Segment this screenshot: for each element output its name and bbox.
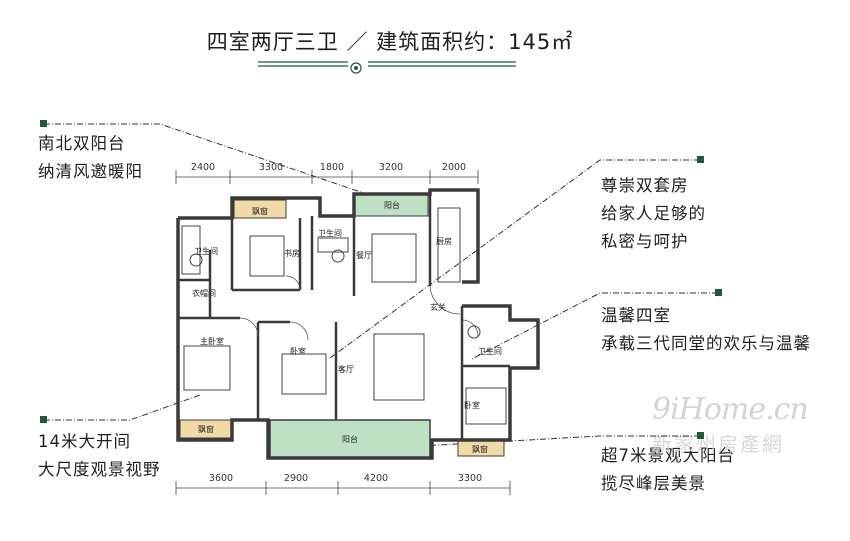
room-kitchen: 厨房 bbox=[436, 236, 452, 246]
dim-bottom-3: 4200 bbox=[364, 473, 388, 484]
door-swings bbox=[239, 275, 479, 341]
dim-top-5: 2000 bbox=[442, 162, 466, 173]
bottom-dimension-line: 3600 2900 4200 3300 bbox=[175, 473, 511, 495]
room-bay-window-left: 飘窗 bbox=[198, 424, 214, 434]
room-entrance: 玄关 bbox=[430, 302, 446, 312]
balcony-bottom-fill bbox=[269, 419, 431, 459]
room-living: 客厅 bbox=[338, 364, 354, 374]
callout-line: 尊崇双套房 bbox=[601, 176, 689, 195]
room-bathroom-c: 卫生间 bbox=[478, 346, 502, 356]
room-bay-window-top: 飘窗 bbox=[252, 206, 268, 216]
room-bay-window-right: 飘窗 bbox=[472, 444, 488, 454]
callout-line: 揽尽峰层美景 bbox=[601, 474, 706, 493]
dim-top-2: 3300 bbox=[259, 162, 283, 173]
dim-top-1: 2400 bbox=[191, 162, 215, 173]
callout-line: 纳清风邀暖阳 bbox=[38, 162, 143, 181]
exterior-walls bbox=[176, 188, 540, 460]
room-study: 书房 bbox=[284, 248, 300, 258]
room-balcony-bottom: 阳台 bbox=[342, 434, 358, 444]
interior-walls bbox=[178, 194, 510, 440]
watermark-logo: 9iHome.cn bbox=[652, 392, 809, 427]
leader-markers bbox=[40, 120, 722, 439]
callout-line: 温馨四室 bbox=[601, 306, 671, 325]
dim-bottom-1: 3600 bbox=[209, 473, 233, 484]
callout-line: 超7米景观大阳台 bbox=[601, 446, 735, 465]
callout-line: 给家人足够的 bbox=[601, 204, 706, 223]
callout-line: 14米大开间 bbox=[38, 432, 131, 451]
room-bathroom-b: 卫生间 bbox=[318, 228, 342, 238]
furniture bbox=[181, 207, 507, 425]
callout-wide-span: 14米大开间 大尺度观景视野 bbox=[38, 428, 161, 484]
callout-four-bedrooms: 温馨四室 承载三代同堂的欢乐与温馨 bbox=[601, 302, 811, 358]
dim-top-4: 3200 bbox=[379, 162, 403, 173]
callout-big-balcony: 超7米景观大阳台 揽尽峰层美景 bbox=[601, 442, 735, 498]
room-bedroom-a: 卧室 bbox=[290, 346, 306, 356]
room-master-bedroom: 主卧室 bbox=[200, 336, 224, 346]
title-decoration bbox=[258, 61, 516, 74]
room-cloakroom: 衣帽间 bbox=[192, 288, 216, 298]
room-dining: 餐厅 bbox=[356, 251, 372, 260]
page-title: 四室两厅三卫 ／ 建筑面积约：145㎡ bbox=[206, 30, 574, 54]
room-bedroom-b: 卧室 bbox=[464, 400, 480, 410]
dim-bottom-4: 3300 bbox=[458, 473, 482, 484]
callout-line: 大尺度观景视野 bbox=[38, 460, 161, 479]
room-balcony-top: 阳台 bbox=[384, 200, 400, 210]
callout-suites: 尊崇双套房 给家人足够的 私密与呵护 bbox=[601, 172, 706, 256]
dim-bottom-2: 2900 bbox=[284, 473, 308, 484]
callout-line: 私密与呵护 bbox=[601, 232, 689, 251]
top-dimension-line: 2400 3300 1800 3200 2000 bbox=[175, 162, 479, 184]
callout-line: 南北双阳台 bbox=[38, 134, 126, 153]
callout-line: 承载三代同堂的欢乐与温馨 bbox=[601, 334, 811, 353]
dim-top-3: 1800 bbox=[320, 162, 344, 173]
bay-window-top-fill bbox=[233, 199, 287, 219]
room-bathroom-a: 卫生间 bbox=[194, 246, 218, 256]
callout-balconies: 南北双阳台 纳清风邀暖阳 bbox=[38, 130, 143, 186]
